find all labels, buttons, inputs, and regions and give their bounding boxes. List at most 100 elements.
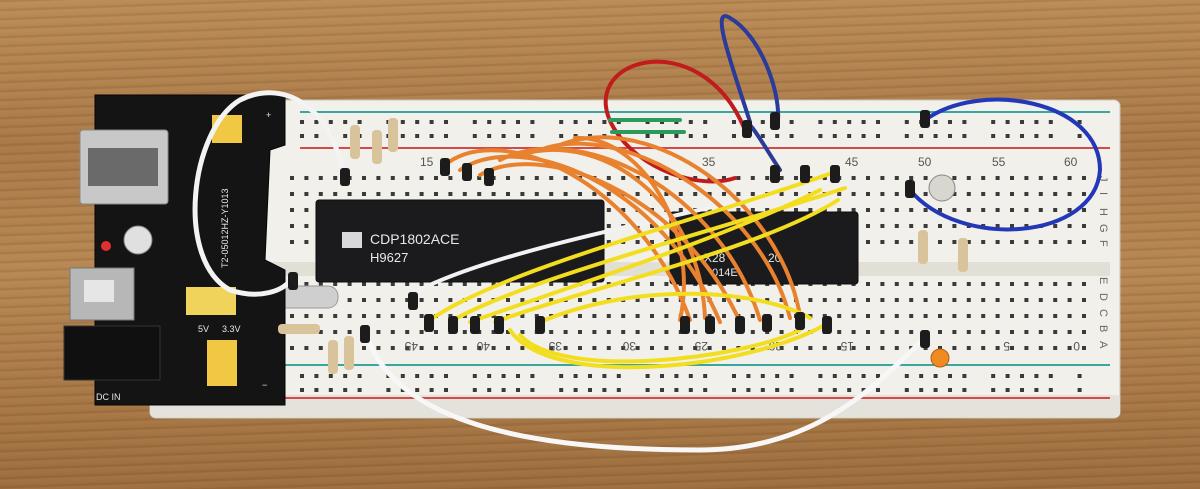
cpu-chip: CDP1802ACE H9627 — [315, 199, 605, 283]
breadboard-hole — [1034, 120, 1039, 124]
breadboard-hole — [635, 298, 640, 302]
breadboard-hole — [664, 298, 669, 302]
breadboard-hole — [775, 388, 780, 392]
breadboard-hole — [750, 176, 755, 180]
breadboard-hole — [779, 330, 784, 334]
breadboard-hole — [981, 240, 986, 244]
breadboard-hole — [746, 374, 751, 378]
breadboard-hole — [765, 176, 770, 180]
breadboard-hole — [516, 134, 520, 138]
breadboard-hole — [405, 330, 410, 334]
breadboard-hole — [1024, 192, 1029, 196]
breadboard-hole — [506, 346, 510, 350]
breadboard-hole — [750, 192, 755, 196]
breadboard-hole — [588, 120, 592, 124]
blue-wire-top — [719, 14, 781, 124]
breadboard-hole — [328, 120, 333, 124]
breadboard-hole — [621, 314, 626, 318]
breadboard-hole — [981, 192, 986, 196]
col-number: 15 — [420, 155, 434, 169]
breadboard-hole — [376, 346, 381, 350]
breadboard-hole — [722, 298, 726, 302]
breadboard-hole — [477, 176, 482, 180]
breadboard-hole — [938, 298, 942, 302]
breadboard-hole — [376, 298, 381, 302]
breadboard-hole — [851, 330, 856, 334]
ram-chip: X28 014E 20 — [669, 211, 859, 285]
breadboard-hole — [966, 240, 971, 244]
breadboard-hole — [434, 330, 438, 334]
breadboard-hole — [818, 134, 823, 138]
breadboard-hole — [290, 176, 294, 180]
breadboard-hole — [592, 282, 597, 286]
breadboard-hole — [808, 346, 813, 350]
col-number: 55 — [992, 155, 1006, 169]
breadboard-hole — [592, 192, 597, 196]
breadboard-hole — [933, 388, 938, 392]
breadboard-hole — [415, 388, 420, 392]
breadboard-hole — [645, 388, 650, 392]
breadboard-hole — [462, 330, 467, 334]
breadboard-hole — [775, 134, 780, 138]
breadboard-hole — [981, 176, 986, 180]
breadboard-hole — [621, 176, 626, 180]
breadboard-hole — [357, 120, 362, 124]
breadboard-hole — [933, 374, 938, 378]
breadboard-hole — [650, 176, 654, 180]
breadboard-hole — [501, 134, 506, 138]
breadboard-hole — [635, 192, 640, 196]
breadboard-hole — [1082, 314, 1086, 318]
breadboard-hole — [736, 208, 741, 212]
breadboard-hole — [832, 120, 837, 124]
breadboard-hole — [1005, 374, 1010, 378]
breadboard-hole — [400, 134, 405, 138]
breadboard-hole — [405, 346, 410, 350]
breadboard-hole — [343, 134, 348, 138]
breadboard-hole — [664, 314, 669, 318]
row-letter: E — [1097, 277, 1109, 284]
breadboard-hole — [818, 120, 823, 124]
breadboard-hole — [880, 314, 885, 318]
breadboard-hole — [995, 282, 1000, 286]
breadboard-hole — [909, 208, 914, 212]
breadboard-hole — [304, 240, 309, 244]
breadboard-hole — [559, 388, 564, 392]
ram-batch: 014E — [712, 267, 738, 279]
breadboard-hole — [995, 298, 1000, 302]
breadboard-hole — [966, 192, 971, 196]
breadboard-hole — [650, 298, 654, 302]
breadboard-hole — [650, 282, 654, 286]
breadboard-hole — [1048, 120, 1053, 124]
breadboard-hole — [635, 346, 640, 350]
breadboard-hole — [1038, 208, 1043, 212]
breadboard-hole — [880, 176, 885, 180]
breadboard-hole — [847, 374, 852, 378]
breadboard-hole — [386, 388, 391, 392]
breadboard-hole — [818, 388, 823, 392]
breadboard-hole — [851, 346, 856, 350]
breadboard-hole — [1082, 192, 1086, 196]
cpu-marking: CDP1802ACE — [370, 231, 460, 247]
breadboard-hole — [660, 388, 664, 392]
breadboard-hole — [822, 346, 827, 350]
breadboard-hole — [588, 388, 592, 392]
breadboard-hole — [1067, 346, 1072, 350]
blue-wire-right — [908, 97, 1103, 232]
breadboard-hole — [390, 176, 395, 180]
breadboard-hole — [732, 374, 736, 378]
breadboard-hole — [693, 192, 698, 196]
breadboard-hole — [429, 374, 434, 378]
breadboard-hole — [995, 208, 1000, 212]
breadboard-hole — [549, 346, 554, 350]
breadboard-hole — [477, 314, 482, 318]
breadboard-hole — [1024, 298, 1029, 302]
breadboard-hole — [851, 208, 856, 212]
breadboard-hole — [880, 224, 885, 228]
breadboard-hole — [304, 192, 309, 196]
breadboard-hole — [938, 224, 942, 228]
pcb-code: T2-05012HZ-Y1013 — [220, 188, 230, 268]
breadboard-hole — [621, 330, 626, 334]
breadboard-hole — [1034, 374, 1039, 378]
breadboard-hole — [660, 374, 664, 378]
breadboard-hole — [933, 134, 938, 138]
